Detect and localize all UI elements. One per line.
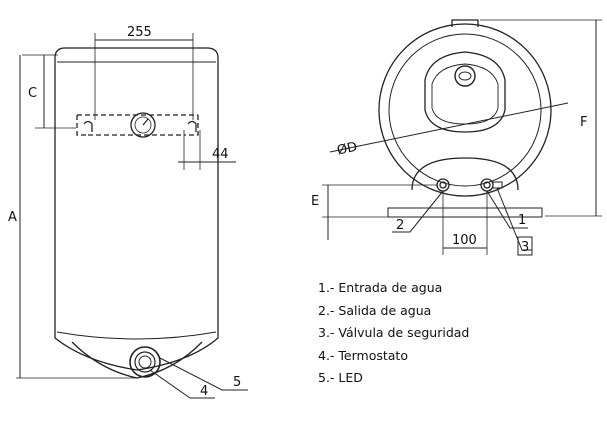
tank-bottom-seam	[56, 331, 217, 340]
dim-44-label: 44	[212, 147, 229, 162]
dim-100-label: 100	[452, 233, 477, 248]
element-flange	[454, 65, 476, 87]
legend-item: 4.- Termostato	[318, 347, 408, 363]
dim-255-label: 255	[127, 25, 152, 40]
inner-element-inner	[431, 63, 499, 125]
dim-f-label: F	[580, 115, 587, 130]
callout-4-leader	[149, 369, 215, 399]
callout-5-label: 5	[233, 375, 241, 390]
dim-c-label: C	[28, 86, 37, 101]
bracket-hook-right	[187, 120, 197, 132]
element-flange-inner	[458, 71, 472, 81]
callout-3-leader	[496, 187, 532, 251]
callout-3-box	[517, 236, 533, 256]
thermostat-knob-icon	[129, 346, 161, 378]
callout-2-leader	[392, 190, 444, 233]
gauge-icon	[130, 112, 156, 138]
bottom-cap	[71, 341, 203, 379]
legend-item: 3.- Válvula de seguridad	[318, 325, 470, 340]
legend-item: 2.- Salida de agua	[318, 302, 432, 318]
legend-item: 5.- LED	[318, 370, 363, 385]
tank-inner-circle	[388, 33, 542, 187]
side-view	[322, 19, 602, 256]
callout-2-label: 2	[396, 218, 404, 233]
dim-a-label: A	[8, 210, 17, 225]
tank-outer-circle	[378, 23, 552, 197]
front-view	[16, 33, 248, 399]
dim-e-label: E	[311, 194, 319, 209]
outlet-pipe-icon	[436, 178, 450, 192]
top-nozzle	[451, 19, 479, 27]
callout-5-leader	[159, 357, 248, 391]
parts-legend: 1.- Entrada de agua 2.- Salida de agua 3…	[318, 281, 469, 394]
dim-diameter-label: ØD	[336, 140, 359, 159]
legend-item: 1.- Entrada de agua	[318, 280, 443, 295]
callout-4-label: 4	[200, 384, 208, 399]
wall-plate	[387, 207, 543, 218]
callout-1-leader	[486, 190, 528, 229]
tank-body	[54, 47, 219, 371]
bracket-hook-left	[83, 120, 93, 132]
callout-1-label: 1	[518, 213, 526, 228]
bottom-opening	[411, 157, 519, 191]
callout-3-label: 3	[521, 240, 529, 255]
